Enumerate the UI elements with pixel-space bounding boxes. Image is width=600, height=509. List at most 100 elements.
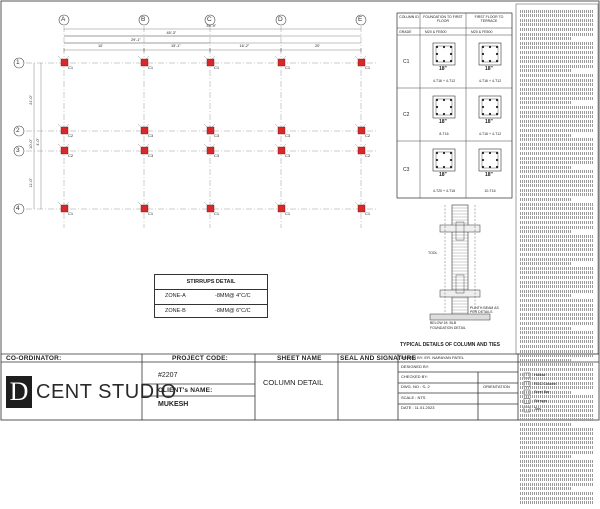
rebar-dot bbox=[449, 105, 453, 109]
rebar-dot bbox=[495, 98, 499, 102]
note-line bbox=[520, 32, 594, 36]
project-code-value: #2207 bbox=[158, 372, 178, 379]
rebar-dot bbox=[442, 45, 446, 49]
note-line bbox=[520, 285, 594, 289]
note-line bbox=[520, 147, 594, 151]
section-label-below2: FOUNDATION DETAIL bbox=[430, 326, 466, 330]
grid-top-dimension: 10' bbox=[98, 44, 103, 48]
note-line bbox=[520, 211, 594, 215]
note-line bbox=[520, 124, 594, 128]
grid-col-letter: B bbox=[141, 16, 146, 23]
note-line bbox=[520, 161, 594, 165]
grid-side-dimension: 21'-0" bbox=[29, 95, 33, 105]
column-marker bbox=[357, 126, 366, 135]
note-line bbox=[520, 455, 572, 459]
column-marker bbox=[140, 146, 149, 155]
note-line bbox=[520, 234, 594, 238]
rebar-dot bbox=[442, 98, 446, 102]
schedule-column-id: C3 bbox=[403, 166, 410, 173]
note-line bbox=[520, 133, 572, 137]
rebar-dot bbox=[495, 151, 499, 155]
note-line bbox=[520, 446, 594, 449]
column-tag: C1 bbox=[285, 211, 291, 216]
rebar-dot bbox=[481, 59, 485, 63]
schedule-header: FOUNDATION TO FIRST FLOOR bbox=[423, 15, 463, 23]
column-marker bbox=[206, 146, 215, 155]
client-name-label: CLIENT's NAME: bbox=[158, 387, 213, 394]
column-grid-plan bbox=[13, 14, 378, 228]
note-line bbox=[520, 9, 594, 13]
note-line bbox=[520, 404, 594, 408]
rebar-dot bbox=[449, 52, 453, 56]
note-line bbox=[520, 335, 594, 339]
rebar-dot bbox=[435, 158, 439, 162]
note-line bbox=[520, 418, 594, 422]
column-tag: C2 bbox=[68, 133, 74, 138]
schedule-bars: 8-T16 bbox=[439, 132, 449, 136]
note-line bbox=[520, 197, 572, 201]
grid-bubble-row bbox=[13, 57, 25, 69]
rebar-dot bbox=[449, 98, 453, 102]
grid-side-dimension: 10'-0" bbox=[29, 139, 33, 149]
column-tag: C1 bbox=[365, 211, 371, 216]
note-line bbox=[520, 96, 594, 100]
rebar-dot bbox=[495, 59, 499, 63]
column-section-box bbox=[432, 42, 456, 66]
column-section-box bbox=[478, 42, 502, 66]
grid-col-letter: E bbox=[358, 16, 363, 23]
rebar-dot bbox=[449, 59, 453, 63]
note-line bbox=[520, 276, 594, 280]
grid-overall-dimension: 59'-9" bbox=[206, 24, 217, 28]
legend-item: Steel Bar bbox=[534, 390, 550, 394]
column-section-box bbox=[432, 148, 456, 172]
rebar-dot bbox=[481, 158, 485, 162]
schedule-size: 18" bbox=[485, 172, 493, 178]
drawing-sheet bbox=[0, 0, 600, 421]
note-line bbox=[520, 248, 594, 252]
schedule-size: 18" bbox=[439, 119, 447, 125]
sheet-name-value: COLUMN DETAIL bbox=[263, 378, 324, 387]
note-line bbox=[520, 174, 594, 178]
zone-a-spec: -8MM@ 4"C/C bbox=[215, 293, 251, 299]
legend-item: Ties bbox=[534, 407, 542, 411]
rebar-dot bbox=[442, 112, 446, 116]
note-line bbox=[520, 390, 572, 394]
rebar-dot bbox=[481, 98, 485, 102]
note-line bbox=[520, 289, 594, 293]
note-line bbox=[520, 87, 594, 91]
column-tag: C1 bbox=[148, 211, 154, 216]
note-line bbox=[520, 294, 572, 298]
rebar-dot bbox=[435, 59, 439, 63]
column-marker bbox=[357, 204, 366, 213]
seal-label: SEAL AND SIGNATURE bbox=[340, 355, 417, 362]
note-line bbox=[520, 262, 572, 266]
schedule-column-id: C1 bbox=[403, 58, 410, 65]
rebar-dot bbox=[495, 158, 499, 162]
schedule-bars: 4-T16 + 4-T12 bbox=[478, 132, 502, 136]
rebar-dot bbox=[495, 105, 499, 109]
note-line bbox=[520, 501, 594, 505]
note-line bbox=[520, 230, 572, 234]
zone-a-label: ZONE-A bbox=[165, 293, 186, 299]
column-schedule-table bbox=[396, 12, 513, 199]
column-marker bbox=[277, 58, 286, 67]
column-marker bbox=[60, 58, 69, 67]
note-line bbox=[520, 303, 594, 307]
note-line bbox=[520, 239, 594, 243]
schedule-header: FIRST FLOOR TO TERRACE bbox=[474, 15, 504, 23]
coordinator-label: CO-ORDINATOR: bbox=[6, 355, 62, 362]
section-label-below: BELOW 1ft. BLB bbox=[430, 321, 457, 325]
note-line bbox=[520, 468, 594, 472]
column-marker bbox=[60, 126, 69, 135]
column-marker bbox=[277, 126, 286, 135]
rebar-dot bbox=[495, 45, 499, 49]
note-line bbox=[520, 193, 594, 197]
column-marker bbox=[60, 146, 69, 155]
grid-bubble-row bbox=[13, 145, 25, 157]
note-line bbox=[520, 478, 594, 482]
note-line bbox=[520, 60, 594, 64]
note-line bbox=[520, 50, 594, 54]
note-line bbox=[520, 331, 594, 335]
rebar-dot bbox=[488, 165, 492, 169]
note-line bbox=[520, 243, 594, 247]
